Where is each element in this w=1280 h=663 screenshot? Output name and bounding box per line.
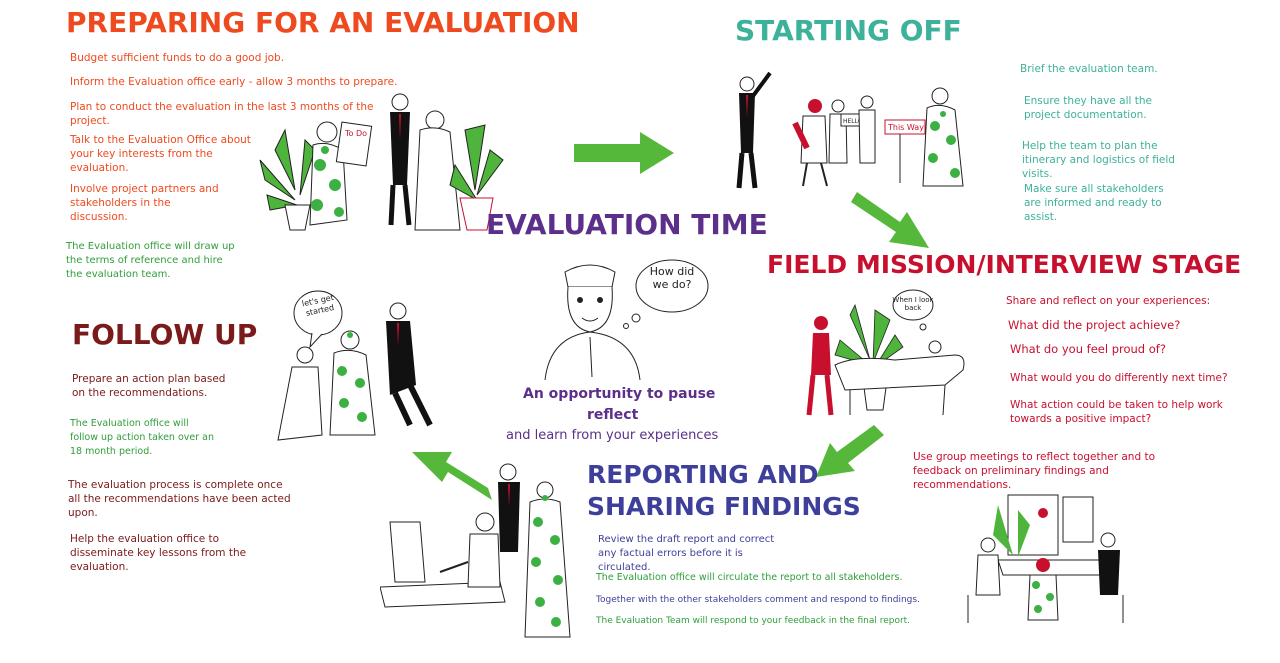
reporting-item-2: The Evaluation office will circulate the… — [596, 572, 903, 583]
center-bubble-text: How did we do? — [649, 265, 695, 291]
arrow-up-left — [412, 452, 492, 500]
followup-item-2: The Evaluation office will follow up act… — [70, 418, 215, 457]
arrow-down-right — [851, 192, 929, 248]
preparing-item-4: Talk to the Evaluation Office about your… — [70, 134, 251, 174]
starting-title: STARTING OFF — [735, 14, 962, 47]
followup-item-3: The evaluation process is complete once … — [68, 479, 291, 519]
field-question-1: What did the project achieve? — [1008, 318, 1181, 332]
center-line-1: An opportunity to pause — [523, 386, 716, 402]
arrow-down-left — [816, 425, 884, 477]
reporting-title-line-2: SHARING FINDINGS — [587, 492, 861, 521]
followup-title: FOLLOW UP — [72, 318, 258, 351]
followup-item-4: Help the evaluation office to disseminat… — [70, 533, 247, 573]
preparing-item-6: The Evaluation office will draw up the t… — [66, 241, 235, 280]
starting-item-1: Brief the evaluation team. — [1020, 63, 1158, 75]
center-illustration — [544, 259, 709, 381]
reporting-item-1: Review the draft report and correct any … — [598, 534, 775, 573]
reporting-title-line-1: REPORTING AND — [587, 460, 819, 489]
field-question-4: What action could be taken to help work … — [1010, 399, 1223, 425]
center-line-3: and learn from your experiences — [506, 428, 719, 443]
reporting-item-3: Together with the other stakeholders com… — [596, 595, 920, 605]
field-group-text: Use group meetings to reflect together a… — [913, 451, 1156, 491]
followup-item-1: Prepare an action plan based on the reco… — [72, 373, 226, 399]
preparing-item-5: Involve project partners and stakeholder… — [70, 183, 219, 223]
starting-illustration: HELLO This Way — [736, 71, 964, 189]
preparing-illustration: To Do — [259, 93, 504, 231]
field-illustration — [806, 289, 965, 416]
preparing-item-3: Plan to conduct the evaluation in the la… — [70, 101, 374, 127]
starting-item-3: Help the team to plan the itinerary and … — [1022, 140, 1175, 180]
arrow-right — [574, 132, 674, 174]
todo-sign-text: To Do — [344, 129, 367, 138]
field-bubble-text: When I look back — [892, 296, 934, 312]
reporting-illustration — [380, 463, 571, 638]
preparing-title: PREPARING FOR AN EVALUATION — [66, 6, 580, 39]
this-way-sign-text: This Way — [887, 123, 924, 132]
preparing-item-1: Budget sufficient funds to do a good job… — [70, 52, 285, 64]
hello-text: HELLO — [843, 118, 863, 125]
preparing-item-2: Inform the Evaluation office early - all… — [70, 76, 398, 88]
center-title: EVALUATION TIME — [486, 208, 768, 241]
field-intro: Share and reflect on your experiences: — [1006, 295, 1211, 307]
starting-item-4: Make sure all stakeholders are informed … — [1024, 183, 1164, 223]
field-title: FIELD MISSION/INTERVIEW STAGE — [767, 250, 1242, 279]
starting-item-2: Ensure they have all the project documen… — [1024, 95, 1153, 121]
field-question-3: What would you do differently next time? — [1010, 372, 1228, 384]
center-line-2: reflect — [587, 407, 639, 423]
reporting-item-4: The Evaluation Team will respond to your… — [596, 616, 911, 626]
meeting-illustration — [967, 494, 1124, 623]
field-question-2: What do you feel proud of? — [1010, 342, 1166, 356]
followup-illustration — [277, 290, 433, 441]
